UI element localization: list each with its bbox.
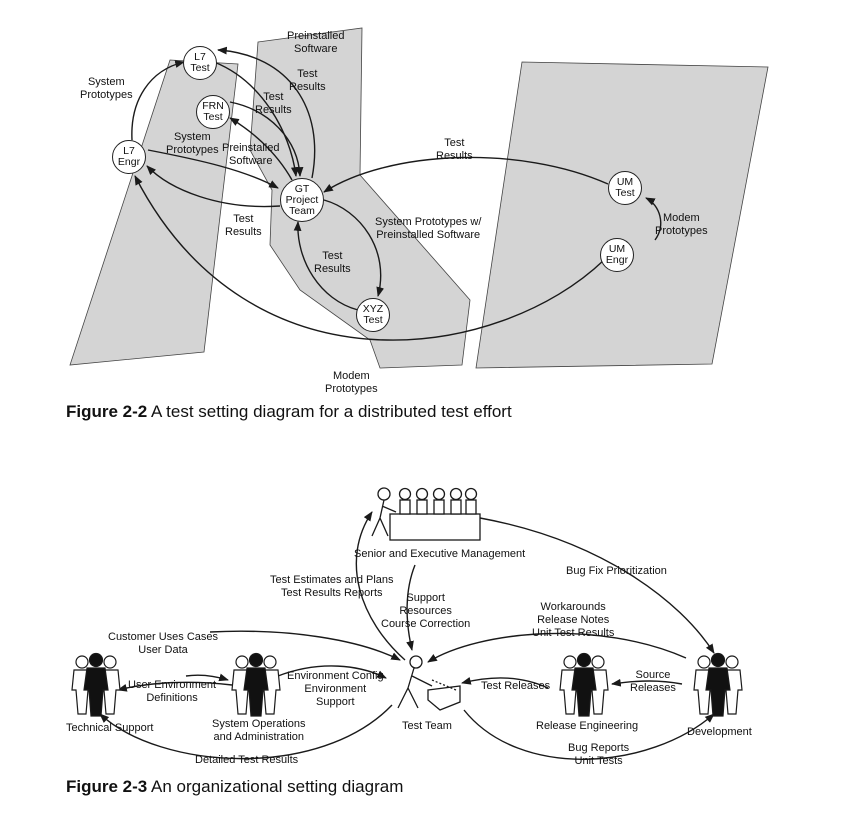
arrow-frn-gt [229,101,304,177]
arrow-gt-frn [229,117,293,181]
arrow-customer-testteam [209,630,401,661]
label-environment-config: Environment Config Environment Support [287,670,384,708]
label-bug-fix-prioritization: Bug Fix Prioritization [566,565,667,577]
label-development: Development [687,726,752,738]
arrow-l7engr-l7test [131,60,185,141]
node-l7-engr: L7 Engr [112,140,146,174]
label-workarounds: Workarounds Release Notes Unit Test Resu… [532,601,615,639]
senior-management-icon [371,487,481,541]
label-preinstalled-software-mid: Preinstalled Software [222,142,280,167]
node-xyz-test: XYZ Test [356,298,390,332]
label-system-prototypes-top: System Prototypes [80,76,133,101]
region-east [475,61,769,369]
label-release-engineering: Release Engineering [536,720,639,732]
development-icon [693,652,743,717]
arrow-umengr-umtest [645,197,662,241]
test-team-icon [397,655,461,711]
label-modem-prototypes-bottom: Modem Prototypes [325,370,378,395]
label-test-team: Test Team [402,720,452,732]
node-um-engr: UM Engr [600,238,634,272]
label-test-releases: Test Releases [481,680,551,692]
label-test-results-xyz: Test Results [314,250,351,275]
arrow-dev-releng [611,678,683,687]
label-senior-management: Senior and Executive Management [354,548,526,560]
caption-text: An organizational setting diagram [147,777,404,796]
caption-number: Figure 2-3 [66,777,148,796]
arrow-testteam-techsupport [99,704,393,760]
label-bug-reports: Bug Reports Unit Tests [568,742,630,767]
node-l7-test: L7 Test [183,46,217,80]
technical-support-icon [71,652,121,717]
arrow-techsupport-sysops [185,673,229,682]
system-ops-icon [231,652,281,717]
node-frn-test: FRN Test [196,95,230,129]
label-test-results-c: Test Results [225,213,262,238]
label-technical-support: Technical Support [66,722,154,734]
label-system-prototypes-w: System Prototypes w/ Preinstalled Softwa… [375,216,482,241]
node-gt-project-team: GT Project Team [280,178,324,222]
arrow-l7engr-gt [147,149,279,189]
arrow-l7test-gt [213,61,299,177]
arrow-sysops-techsupport [117,681,233,692]
arrow-dev-testteam [427,632,687,663]
arrow-sysops-testteam [277,665,387,679]
label-test-results-a: Test Results [289,68,326,93]
arrow-releng-testteam [461,677,549,689]
release-engineering-icon [559,652,609,717]
caption-text: A test setting diagram for a distributed… [147,402,512,421]
arrow-mgmt-dev [479,517,715,654]
label-source-releases: Source Releases [630,669,676,694]
arrow-testteam-mgmt [355,511,406,661]
arrow-gt-l7test [217,46,316,179]
node-um-test: UM Test [608,171,642,205]
caption-figure-2-2: Figure 2-2 A test setting diagram for a … [66,402,512,422]
label-test-estimates: Test Estimates and Plans Test Results Re… [270,574,394,599]
arrow-umengr-l7engr [134,175,605,341]
arrow-gt-xyz [323,199,385,297]
label-system-prototypes-mid: System Prototypes [166,131,219,156]
arrow-xyz-gt [293,221,359,311]
label-customer-uses-cases: Customer Uses Cases User Data [108,631,219,656]
label-support-resources: Support Resources Course Correction [381,592,471,630]
arrow-mgmt-testteam [406,564,416,651]
arrow-gt-l7engr [146,165,281,208]
label-test-results-b: Test Results [255,91,292,116]
label-preinstalled-software-top: Preinstalled Software [287,30,345,55]
label-user-environment: User Environment Definitions [128,679,217,704]
label-detailed-test-results: Detailed Test Results [195,754,299,766]
caption-number: Figure 2-2 [66,402,148,421]
arrow-testteam-dev [463,709,715,760]
label-test-results-um: Test Results [436,137,473,162]
caption-figure-2-3: Figure 2-3 An organizational setting dia… [66,777,403,797]
label-modem-prototypes-right: Modem Prototypes [655,212,708,237]
label-system-operations: System Operations and Administration [212,718,306,743]
arrow-umtest-gt [323,156,609,193]
